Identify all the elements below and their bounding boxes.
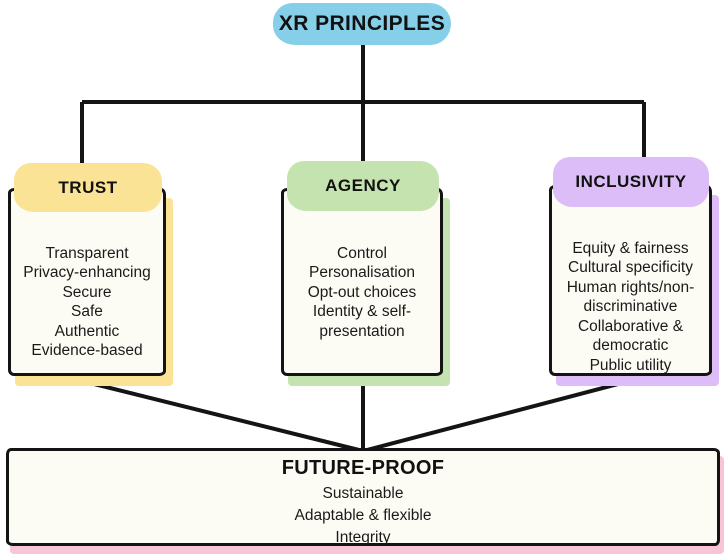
outcome-items-text: Sustainable Adaptable & flexible Integri… <box>294 485 432 546</box>
pillar-header-inclusivity[interactable]: INCLUSIVITY <box>553 157 709 207</box>
outcome-body <box>6 448 720 546</box>
pillar-items-trust: Transparent Privacy-enhancing Secure Saf… <box>8 224 166 380</box>
outcome-card-future-proof[interactable]: FUTURE-PROOF Sustainable Adaptable & fle… <box>6 448 724 554</box>
outcome-label: FUTURE-PROOF <box>281 457 445 479</box>
pillar-card-agency[interactable]: AGENCY Control Personalisation Opt-out c… <box>281 161 450 386</box>
pillar-items-text-trust: Transparent Privacy-enhancing Secure Saf… <box>23 244 151 360</box>
outcome-content: FUTURE-PROOF Sustainable Adaptable & fle… <box>6 457 720 549</box>
pillar-items-text-inclusivity: Equity & fairness Cultural specificity H… <box>566 239 695 374</box>
pillar-label-inclusivity: INCLUSIVITY <box>575 172 687 191</box>
root-node-xr-principles[interactable]: XR PRINCIPLES <box>273 3 451 45</box>
pillar-body-trust <box>8 188 166 376</box>
pillar-items-agency: Control Personalisation Opt-out choices … <box>281 224 443 361</box>
pillar-header-agency[interactable]: AGENCY <box>287 161 439 211</box>
pillar-label-agency: AGENCY <box>325 176 401 195</box>
pillar-card-inclusivity[interactable]: INCLUSIVITY Equity & fairness Cultural s… <box>549 157 719 386</box>
pillar-items-text-agency: Control Personalisation Opt-out choices … <box>307 244 417 340</box>
pillar-header-trust[interactable]: TRUST <box>14 163 162 212</box>
root-node-label: XR PRINCIPLES <box>278 12 446 35</box>
pillar-card-trust[interactable]: TRUST Transparent Privacy-enhancing Secu… <box>8 163 173 386</box>
pillar-label-trust: TRUST <box>58 177 118 197</box>
pillar-items-inclusivity: Equity & fairness Cultural specificity H… <box>549 219 712 395</box>
